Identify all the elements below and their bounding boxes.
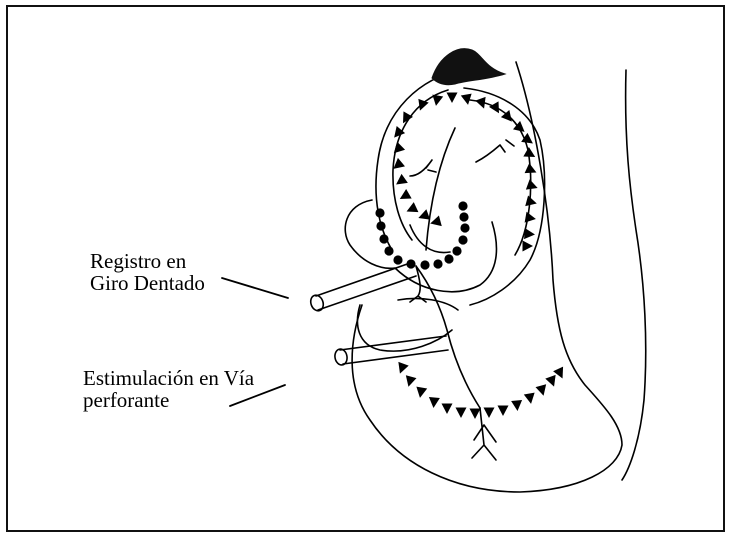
granule-cell-marker [384,246,393,255]
granule-cell-marker [458,235,467,244]
pyramidal-cell-marker [393,174,408,189]
stimulating-electrode [340,336,448,364]
pyramidal-cell-marker [447,93,458,104]
ca3-neuron [476,140,514,162]
recording-label-line1: Registro en [90,250,186,272]
recording-electrode [316,262,416,310]
granule-cell-marker [459,212,468,221]
hippocampus-right-edge [622,70,646,480]
granule-cell-marker [375,208,384,217]
lower-cell-marker [498,406,509,417]
ca-layer-upper-inner [470,100,531,255]
ca1-neuron [410,160,436,176]
lower-fold-outline [357,305,452,351]
lower-cell-marker [442,404,453,415]
recording-label-line2: Giro Dentado [90,272,205,290]
pyramidal-cell-marker [429,216,442,229]
granule-cell-marker [458,201,467,210]
granule-cell-marker [433,259,442,268]
pyramidal-cell-marker [525,163,539,177]
pyramidal-cell-marker [526,179,540,193]
pyramidal-cell-marker [416,209,430,223]
pyramidal-cell-marker [524,228,535,240]
dg-neuron-dendrite [410,266,480,408]
granule-cell-marker [393,255,402,264]
granule-cell-marker [379,234,388,243]
pyramidal-cell-marker [489,101,504,116]
lower-cell-marker [395,362,409,376]
lower-cell-marker [545,375,559,389]
lower-cell-marker [403,375,416,388]
lower-cell-marker [456,408,467,419]
connecting-fiber [426,128,455,250]
stimulation-label-line1: Estimulación en Vía [83,367,254,389]
lower-cell-marker [428,397,440,408]
lower-fold-inner [398,298,458,310]
granule-cell-marker [420,260,429,269]
hippocampus-outer-outline [352,62,622,492]
lower-cell-marker [470,409,481,420]
pyramidal-cell-marker [525,196,538,209]
dentate-gyrus-inner [410,225,450,253]
pyramidal-cell-marker [390,142,405,157]
stimulation-label-line2: perforante [83,389,169,411]
pyramidal-cell-marker [404,202,418,216]
pyramidal-cell-marker [397,189,412,204]
lower-cell-marker [524,393,537,405]
granule-cell-marker [406,259,415,268]
stimulating-electrode-tip [334,348,349,366]
ca-layer-upper [464,88,545,305]
granule-cell-marker [460,223,469,232]
lower-cell-marker [511,400,523,411]
granule-cell-marker [376,221,385,230]
lower-cell-marker [484,408,495,419]
lower-cell-marker [415,387,428,399]
pyramidal-cell-marker [390,158,405,173]
granule-cell-marker [452,246,461,255]
lower-cell-marker [553,367,567,381]
granule-cell-marker [444,254,453,263]
pyramidal-cell-marker [523,147,538,162]
lower-cell-marker [536,384,549,397]
dark-top-cap [432,49,505,85]
pyramidal-cell-marker [523,241,534,252]
recording-pointer-line [222,278,288,298]
